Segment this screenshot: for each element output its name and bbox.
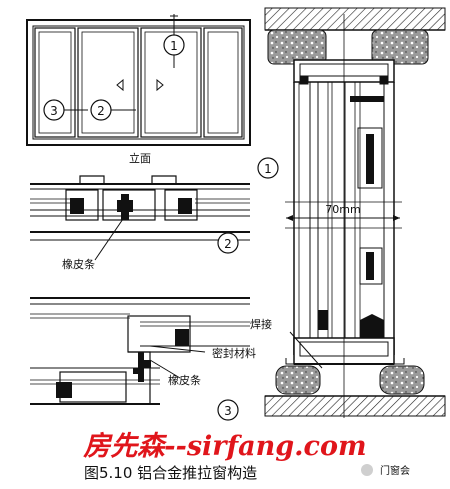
svg-text:3: 3 [224, 404, 232, 418]
dimension-label: 70mm [325, 203, 360, 216]
svg-text:1: 1 [264, 162, 272, 176]
svg-text:2: 2 [97, 104, 105, 118]
detail-2-leader [94, 215, 126, 261]
svg-text:2: 2 [224, 237, 232, 251]
dimension-70mm [286, 215, 400, 221]
ceiling-slab [264, 7, 446, 65]
sill-frame [285, 337, 405, 365]
detail-2-gasket-label: 橡皮条 [62, 257, 95, 271]
detail-3-section [30, 297, 250, 405]
svg-text:门窗会: 门窗会 [380, 464, 410, 477]
elevation-caption: 立面 [129, 151, 151, 165]
detail-3-gasket-leader [149, 359, 181, 379]
detail-2-section [30, 175, 250, 241]
marker-3-elevation: 3 [43, 99, 65, 121]
floor-slab [264, 365, 446, 417]
section-gasket-blocks [318, 96, 384, 340]
weld-label: 焊接 [250, 317, 272, 331]
marker-2-detail: 2 [217, 232, 239, 254]
marker-1-section: 1 [257, 157, 279, 179]
watermark-main: 房先森--sirfang.com [82, 431, 366, 462]
svg-text:3: 3 [50, 104, 58, 118]
detail-2-fills [70, 194, 192, 220]
marker-1-elevation: 1 [163, 34, 185, 56]
corner-watermark: 门窗会 [361, 464, 410, 477]
weld-leader [289, 331, 323, 369]
svg-text:1: 1 [170, 39, 178, 53]
marker-2-elevation: 2 [90, 99, 112, 121]
detail-3-fills [56, 329, 189, 398]
figure-caption: 图5.10 铝合金推拉窗构造 [84, 464, 257, 482]
seal-label: 密封材料 [212, 346, 256, 360]
marker-3-detail: 3 [217, 399, 239, 421]
window-elevation [26, 14, 251, 146]
detail-3-seal-leader [149, 345, 206, 353]
detail-3-gasket-label: 橡皮条 [168, 373, 201, 387]
